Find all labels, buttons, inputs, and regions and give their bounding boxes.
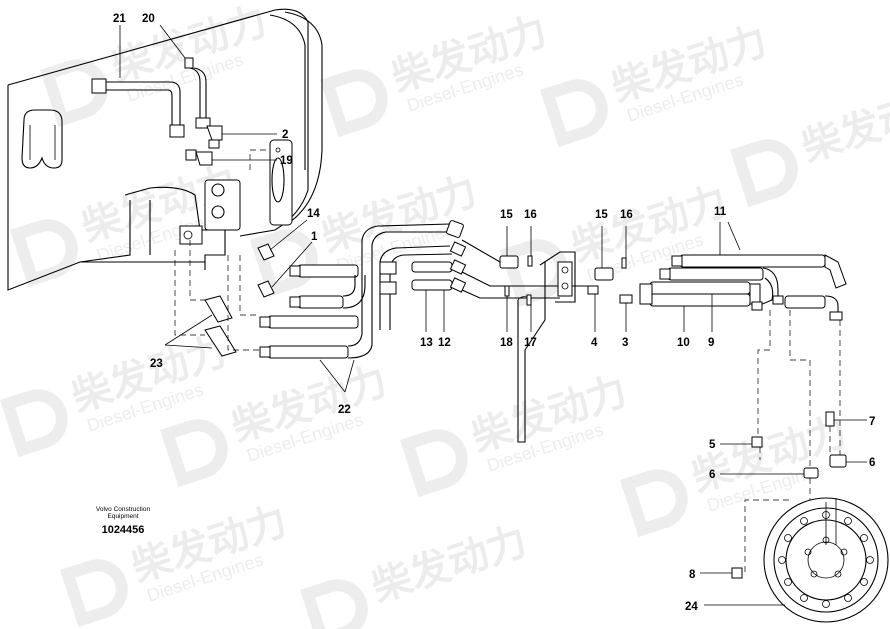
callout-22: 22 [338,404,351,416]
watermark-cn: 柴发动力 [366,518,532,611]
watermark-cn: 柴发动力 [796,78,890,171]
hose-21 [91,78,185,138]
brand-line-2: Equipment [107,513,139,520]
callout-8: 8 [689,569,696,581]
callout-1: 1 [311,231,318,243]
slew-ring-24 [763,497,889,623]
callout-21: 21 [113,13,126,25]
callout-20: 20 [142,13,155,25]
machine-frame [7,8,323,291]
callout-11: 11 [714,206,727,218]
fitting-2 [206,125,223,149]
callout-2: 2 [282,129,288,141]
callout-13: 13 [420,337,433,349]
callout-12: 12 [438,337,451,349]
callout-16b: 16 [620,209,633,221]
callout-19: 19 [280,155,293,167]
callout-23: 23 [150,358,163,370]
callout-5: 5 [709,439,716,451]
callout-4: 4 [591,337,598,349]
brand-line-1: Volvo Construction [95,506,151,513]
fitting-19 [185,149,213,166]
fittings-14-1 [257,243,275,298]
callout-6b: 6 [869,457,875,469]
callout-15b: 15 [595,209,608,221]
callout-17: 17 [524,337,537,349]
callout-15a: 15 [500,209,513,221]
callout-7: 7 [869,416,875,428]
document-number: 1024456 [101,524,145,536]
callout-3: 3 [622,337,628,349]
callout-24: 24 [685,601,698,613]
callout-9: 9 [708,337,714,349]
fittings-5-6-7-8 [731,411,847,579]
callouts: 21 20 2 19 14 1 23 22 15 16 15 16 11 13 … [113,13,875,613]
callout-14: 14 [307,208,320,220]
fitting-20 [184,57,211,129]
hose-bundle-22 [259,220,464,359]
hoses-13-12 [411,239,590,299]
hoses-11-10-9 [639,254,847,321]
callout-16a: 16 [524,209,537,221]
drawing-footer: Volvo Construction Equipment 1024456 [78,506,168,536]
callout-6a: 6 [709,469,715,481]
bulkhead-plate [517,251,576,443]
routing-lines [174,149,841,572]
leader-lines [119,24,867,606]
callout-10: 10 [677,337,690,349]
callout-18: 18 [500,337,513,349]
